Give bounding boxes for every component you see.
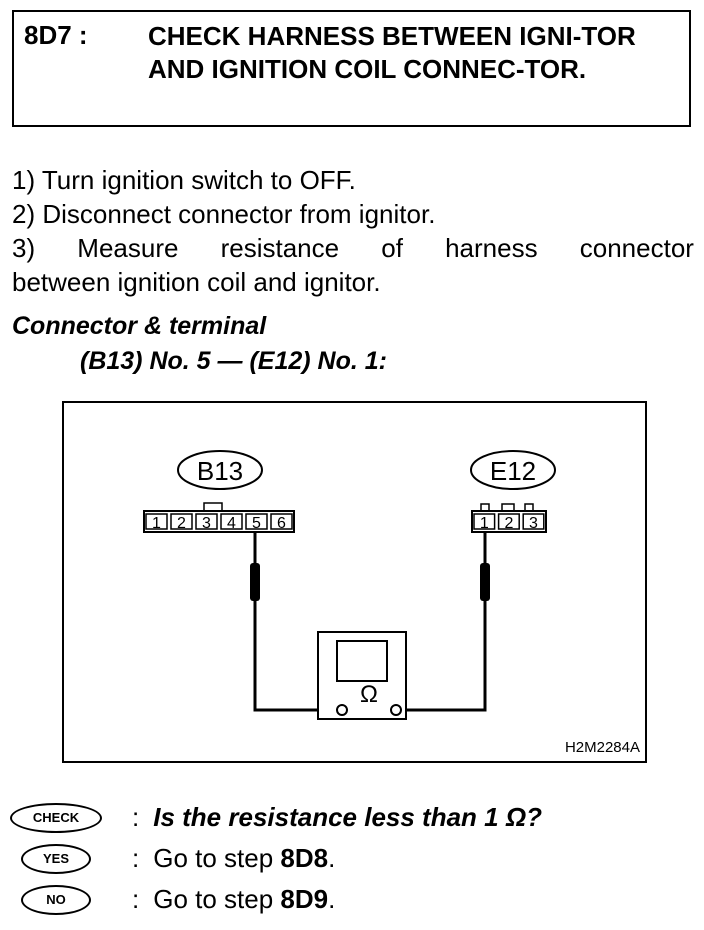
meter-terminal-right — [390, 704, 402, 716]
pin-cell — [473, 513, 496, 530]
step-3-continued: between ignition coil and ignitor. — [12, 267, 381, 297]
pin-cell — [195, 513, 218, 530]
e12-latches — [480, 503, 534, 512]
pin-cell — [220, 513, 243, 530]
pin-cell — [245, 513, 268, 530]
step-3-word: connector — [579, 233, 694, 263]
procedure-steps: 1) Turn ignition switch to OFF. 2) Disco… — [12, 163, 694, 299]
pin-number: 1 — [480, 515, 489, 532]
step-2: 2) Disconnect connector from ignitor. — [12, 199, 436, 229]
step-3-word: resistance — [220, 233, 340, 263]
no-badge: NO — [21, 884, 91, 915]
e12-label-oval — [470, 450, 556, 490]
meter-terminal-left — [336, 704, 348, 716]
colon: : — [132, 843, 140, 873]
yes-text: Go to step — [153, 843, 281, 873]
pin-cell — [170, 513, 193, 530]
pin-number: 2 — [177, 515, 186, 532]
meter-display — [336, 640, 388, 682]
b13-latch — [203, 502, 223, 512]
no-target-step: 8D9 — [280, 884, 329, 914]
ohm-symbol: Ω — [360, 681, 378, 708]
probe-right — [480, 563, 490, 601]
pin-number: 4 — [227, 515, 236, 532]
pin-number: 2 — [504, 515, 513, 532]
step-header-box: 8D7 : CHECK HARNESS BETWEEN IGNI-TOR AND… — [12, 10, 691, 127]
step-3-word: harness — [445, 233, 538, 263]
pin-number: 3 — [202, 515, 211, 532]
connector-heading: Connector & terminal — [12, 312, 267, 340]
pin-number: 1 — [152, 515, 161, 532]
step-3-word: Measure — [77, 233, 179, 263]
pin-number: 6 — [277, 515, 286, 532]
b13-label: B13 — [197, 456, 243, 486]
pin-number: 5 — [252, 515, 261, 532]
yes-row: YES : Go to step 8D8. — [10, 843, 335, 874]
pin-cell — [497, 513, 520, 530]
pin-number: 3 — [529, 515, 538, 532]
step-1: 1) Turn ignition switch to OFF. — [12, 165, 356, 195]
step-number: 8D7 : — [24, 20, 88, 50]
period: . — [328, 843, 336, 873]
step-3-word: 3) — [12, 233, 36, 263]
no-text: Go to step — [153, 884, 281, 914]
yes-target-step: 8D8 — [280, 843, 329, 873]
probe-left — [250, 563, 260, 601]
colon: : — [132, 884, 140, 914]
figure-id: H2M2284A — [565, 739, 640, 756]
check-question: Is the resistance less than 1 Ω? — [153, 802, 543, 832]
step-title: CHECK HARNESS BETWEEN IGNI-TOR AND IGNIT… — [148, 21, 636, 84]
connector-spec: (B13) No. 5 — (E12) No. 1: — [80, 347, 387, 375]
yes-badge: YES — [21, 843, 91, 874]
step-3: 3) Measure resistance of harness connect… — [12, 231, 694, 265]
period: . — [328, 884, 336, 914]
step-3-word: of — [381, 233, 403, 263]
colon: : — [132, 802, 140, 832]
no-row: NO : Go to step 8D9. — [10, 884, 335, 915]
e12-label: E12 — [490, 456, 536, 486]
pin-cell — [522, 513, 545, 530]
pin-cell — [270, 513, 293, 530]
diagram-frame — [62, 401, 647, 763]
wire-e12-pin1 — [401, 532, 487, 712]
ohmmeter: Ω — [317, 631, 407, 720]
b13-label-oval — [177, 450, 263, 490]
pin-cell — [145, 513, 168, 530]
check-badge: CHECK — [10, 802, 102, 833]
check-row: CHECK : Is the resistance less than 1 Ω? — [10, 802, 542, 833]
